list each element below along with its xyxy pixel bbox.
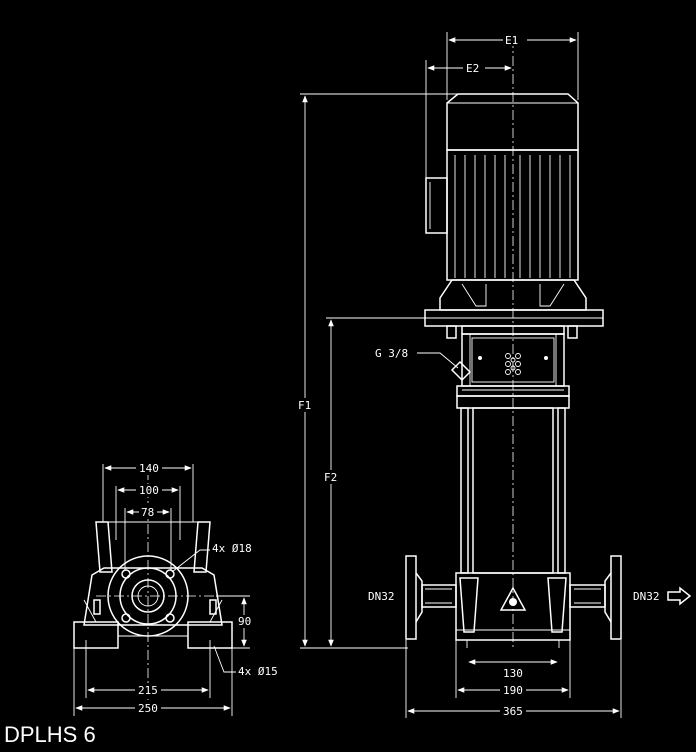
base-view-dimensions: 140 100 78 4x Ø18 90 4x Ø15 215 <box>73 462 278 716</box>
outlet-flange <box>610 555 622 640</box>
dim-250: 250 <box>138 702 158 715</box>
outlet-label: DN32 <box>633 590 660 603</box>
motor-cap <box>446 93 579 151</box>
tie-rod-right <box>557 407 566 574</box>
holes-top-label: 4x Ø18 <box>212 542 252 555</box>
gauge-connection-label: G 3/8 <box>375 347 408 360</box>
coupling-housing <box>461 333 565 387</box>
tie-rod-left <box>460 407 469 574</box>
pump-side-view <box>405 38 622 648</box>
dim-100: 100 <box>139 484 159 497</box>
motor-body <box>446 149 579 281</box>
coupling-holes <box>478 353 548 375</box>
base-foot-left <box>73 621 119 649</box>
flow-direction-icon <box>667 586 692 606</box>
base-casing <box>83 567 223 626</box>
dim-78: 78 <box>141 506 154 519</box>
inlet-flange <box>405 555 417 640</box>
dim-140: 140 <box>139 462 159 475</box>
dim-90: 90 <box>238 615 251 628</box>
dim-215: 215 <box>138 684 158 697</box>
model-title: DPLHS 6 <box>4 722 96 747</box>
motor-fins <box>454 155 571 278</box>
dim-e1: E1 <box>505 34 518 47</box>
dim-e2: E2 <box>466 62 479 75</box>
dim-f1: F1 <box>298 399 311 412</box>
holes-base-label: 4x Ø15 <box>238 665 278 678</box>
side-view-dimensions: E1 E2 F1 F2 G 3/8 DN32 DN32 130 190 <box>296 32 692 718</box>
inlet-label: DN32 <box>368 590 395 603</box>
terminal-box <box>425 177 448 234</box>
dim-f2: F2 <box>324 471 337 484</box>
gauge-plug <box>450 360 472 382</box>
dim-190: 190 <box>503 684 523 697</box>
pump-base-view <box>73 470 233 700</box>
dim-365: 365 <box>503 705 523 718</box>
dim-130: 130 <box>503 667 523 680</box>
